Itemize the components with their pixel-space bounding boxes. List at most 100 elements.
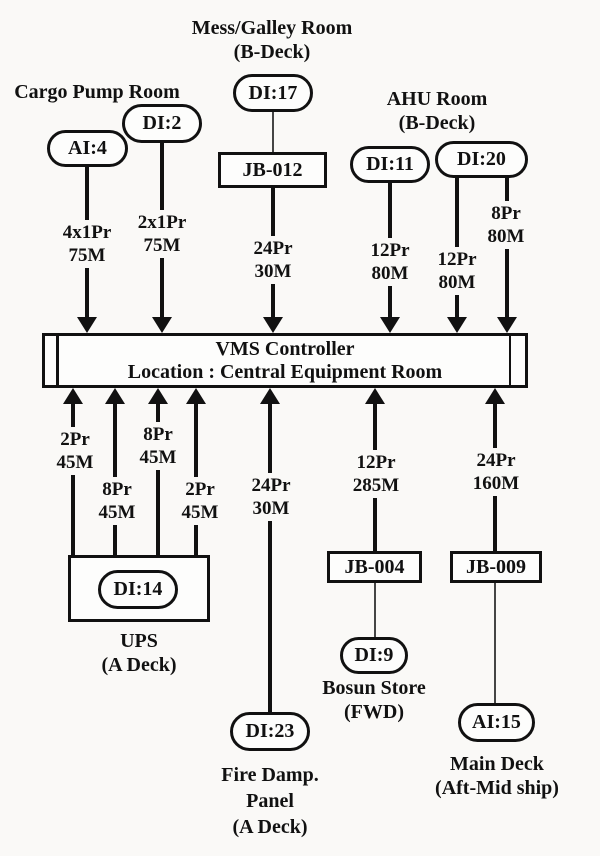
cable-label-jb012-vms: 24Pr 30M bbox=[238, 236, 308, 284]
cable-length: 45M bbox=[56, 452, 94, 473]
node-label: DI:2 bbox=[142, 112, 182, 134]
node-label: DI:11 bbox=[366, 153, 414, 175]
cable-pairs: 2Pr bbox=[185, 479, 215, 500]
room-label-line: (A Deck) bbox=[101, 654, 177, 676]
cable-length: 285M bbox=[352, 475, 400, 496]
room-label-line: (B-Deck) bbox=[398, 112, 476, 134]
cable-label-di2-vms: 2x1Pr 75M bbox=[124, 210, 200, 258]
room-label-line: Panel bbox=[246, 790, 294, 812]
junction-box-label: JB-004 bbox=[344, 555, 405, 578]
cable-length: 30M bbox=[254, 261, 292, 282]
room-label-line: (B-Deck) bbox=[233, 41, 311, 63]
room-label-ups: UPS (A Deck) bbox=[69, 629, 209, 677]
junction-box-jb009: JB-009 bbox=[450, 551, 542, 583]
cable-label-vms-ups-4: 2Pr 45M bbox=[170, 477, 230, 525]
connector-di17-jb012 bbox=[272, 110, 274, 154]
room-label-line: Fire Damp. bbox=[221, 764, 319, 786]
room-label-line: Main Deck bbox=[450, 753, 544, 775]
room-label-bosun-store: Bosun Store (FWD) bbox=[304, 676, 444, 724]
arrowhead-up-jb009-icon bbox=[485, 388, 505, 404]
cable-pairs: 8Pr bbox=[143, 424, 173, 445]
cable-length: 160M bbox=[472, 473, 520, 494]
connector-jb004-di9 bbox=[374, 583, 376, 638]
cable-pairs: 12Pr bbox=[437, 249, 477, 270]
node-di11: DI:11 bbox=[350, 146, 430, 183]
cable-label-vms-ups-2: 8Pr 45M bbox=[87, 477, 147, 525]
cable-length: 75M bbox=[68, 245, 106, 266]
node-di17: DI:17 bbox=[233, 74, 313, 112]
arrowhead-up-ups4-icon bbox=[186, 388, 206, 404]
node-ai4: AI:4 bbox=[47, 130, 128, 167]
node-label: AI:15 bbox=[472, 711, 521, 733]
arrowhead-up-di23-icon bbox=[260, 388, 280, 404]
cable-label-di20-vms-b: 8Pr 80M bbox=[477, 201, 535, 249]
connector-jb009-ai15 bbox=[494, 583, 496, 704]
node-label: DI:20 bbox=[457, 148, 506, 170]
cable-pairs: 12Pr bbox=[370, 240, 410, 261]
room-label-line: Bosun Store bbox=[322, 677, 426, 699]
junction-box-jb004: JB-004 bbox=[327, 551, 422, 583]
room-label-line: (Aft-Mid ship) bbox=[435, 777, 559, 799]
cable-pairs: 8Pr bbox=[491, 203, 521, 224]
cable-label-vms-ups-3: 8Pr 45M bbox=[128, 422, 188, 470]
vms-controller-box: VMS Controller Location : Central Equipm… bbox=[42, 333, 528, 388]
node-label: DI:9 bbox=[354, 644, 394, 666]
node-di14: DI:14 bbox=[98, 570, 178, 609]
room-label-line: Cargo Pump Room bbox=[14, 81, 180, 103]
arrowhead-up-ups3-icon bbox=[148, 388, 168, 404]
cable-label-jb009-vms: 24Pr 160M bbox=[457, 448, 535, 496]
arrowhead-down-di11-icon bbox=[380, 317, 400, 333]
vms-location: Location : Central Equipment Room bbox=[127, 360, 443, 383]
arrowhead-down-di20a-icon bbox=[447, 317, 467, 333]
room-label-mess-galley: Mess/Galley Room (B-Deck) bbox=[182, 16, 362, 64]
room-label-main-deck: Main Deck (Aft-Mid ship) bbox=[417, 752, 577, 800]
cable-line-vms-ups-1 bbox=[71, 403, 75, 555]
cable-label-vms-ups-1: 2Pr 45M bbox=[45, 427, 105, 475]
junction-box-jb012: JB-012 bbox=[218, 152, 327, 188]
arrowhead-down-di20b-icon bbox=[497, 317, 517, 333]
node-label: AI:4 bbox=[68, 137, 107, 159]
node-di9: DI:9 bbox=[340, 637, 408, 674]
cable-line-vms-di23 bbox=[268, 403, 272, 713]
cable-pairs: 2x1Pr bbox=[137, 212, 187, 233]
arrowhead-down-jb012-icon bbox=[263, 317, 283, 333]
cable-length: 30M bbox=[252, 498, 290, 519]
cable-line-vms-ups-3 bbox=[156, 403, 160, 555]
cable-label-di20-vms-a: 12Pr 80M bbox=[422, 247, 492, 295]
node-label: DI:23 bbox=[245, 720, 295, 742]
cable-label-jb004-vms: 12Pr 285M bbox=[337, 450, 415, 498]
junction-box-label: JB-009 bbox=[466, 555, 526, 578]
arrowhead-up-ups2-icon bbox=[105, 388, 125, 404]
arrowhead-down-di2-icon bbox=[152, 317, 172, 333]
cable-pairs: 24Pr bbox=[251, 475, 291, 496]
cable-pairs: 24Pr bbox=[253, 238, 293, 259]
vms-title: VMS Controller bbox=[215, 337, 355, 360]
cable-pairs: 2Pr bbox=[60, 429, 90, 450]
vms-right-partition bbox=[508, 336, 511, 385]
node-ai15: AI:15 bbox=[458, 703, 535, 742]
node-di23: DI:23 bbox=[230, 712, 310, 751]
node-di20: DI:20 bbox=[435, 141, 528, 178]
node-label: DI:17 bbox=[248, 81, 298, 104]
cable-pairs: 4x1Pr bbox=[62, 222, 112, 243]
room-label-line: AHU Room bbox=[386, 88, 488, 110]
cable-length: 80M bbox=[487, 226, 525, 247]
room-label-fire-damper-panel: Fire Damp. Panel (A Deck) bbox=[200, 762, 340, 840]
room-label-line: Mess/Galley Room bbox=[191, 17, 353, 39]
cable-pairs: 24Pr bbox=[476, 450, 516, 471]
room-label-line: (A Deck) bbox=[232, 816, 308, 838]
arrowhead-up-ups1-icon bbox=[63, 388, 83, 404]
cable-length: 45M bbox=[139, 447, 177, 468]
vms-left-partition bbox=[56, 336, 59, 385]
room-label-ahu: AHU Room (B-Deck) bbox=[357, 87, 517, 135]
cable-label-ai4-vms: 4x1Pr 75M bbox=[49, 220, 125, 268]
cable-label-vms-di23: 24Pr 30M bbox=[237, 473, 305, 521]
node-label: DI:14 bbox=[113, 578, 163, 600]
arrowhead-up-jb004-icon bbox=[365, 388, 385, 404]
vms-controller-text: VMS Controller Location : Central Equipm… bbox=[45, 336, 525, 385]
cable-label-di11-vms: 12Pr 80M bbox=[355, 238, 425, 286]
cable-length: 80M bbox=[371, 263, 409, 284]
room-label-cargo-pump-room: Cargo Pump Room bbox=[4, 80, 190, 104]
cable-length: 45M bbox=[98, 502, 136, 523]
